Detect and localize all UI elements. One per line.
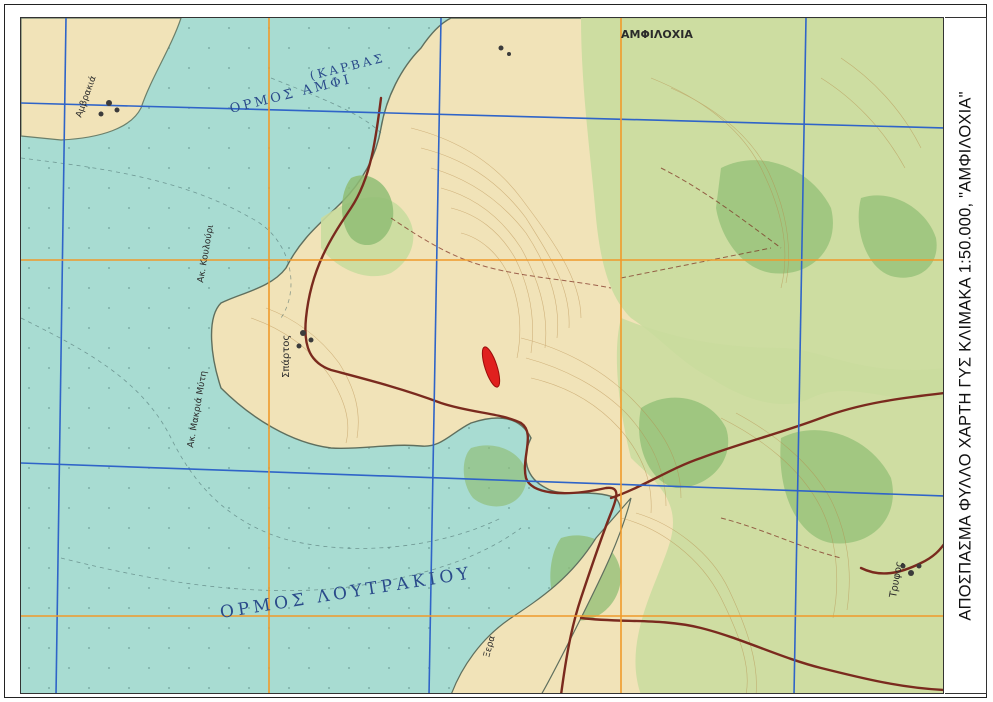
contour-lines	[250, 57, 922, 693]
grid-orange	[21, 18, 943, 693]
map-canvas: ΟΡΜΟΣ ΛΟΥΤΡΑΚΙΟΥ ΟΡΜΟΣ ΑΜΦΙ (ΚΑΡΒΑΣ ΑΜΦΙ…	[21, 18, 943, 693]
document-frame: ΟΡΜΟΣ ΛΟΥΤΡΑΚΙΟΥ ΟΡΜΟΣ ΑΜΦΙ (ΚΑΡΒΑΣ ΑΜΦΙ…	[4, 4, 987, 698]
label-spartos: Σπάρτος	[280, 335, 292, 378]
land-ambrakia	[21, 18, 182, 141]
road-network	[304, 96, 943, 693]
map-caption: ΑΠΟΣΠΑΣΜΑ ΦΥΛΛΟ ΧΑΡΤΗ ΓΥΣ ΚΛΙΜΑΚΑ 1:50.0…	[956, 90, 974, 621]
topographic-map[interactable]: ΟΡΜΟΣ ΛΟΥΤΡΑΚΙΟΥ ΟΡΜΟΣ ΑΜΦΙ (ΚΑΡΒΑΣ ΑΜΦΙ…	[20, 17, 944, 694]
grid-blue	[21, 18, 943, 693]
caption-panel: ΑΠΟΣΠΑΣΜΑ ΦΥΛΛΟ ΧΑΡΤΗ ΓΥΣ ΚΛΙΜΑΚΑ 1:50.0…	[945, 17, 987, 694]
site-marker[interactable]	[479, 345, 503, 389]
label-amfilochia: ΑΜΦΙΛΟΧΙΑ	[621, 28, 693, 41]
depth-lines	[21, 77, 522, 592]
